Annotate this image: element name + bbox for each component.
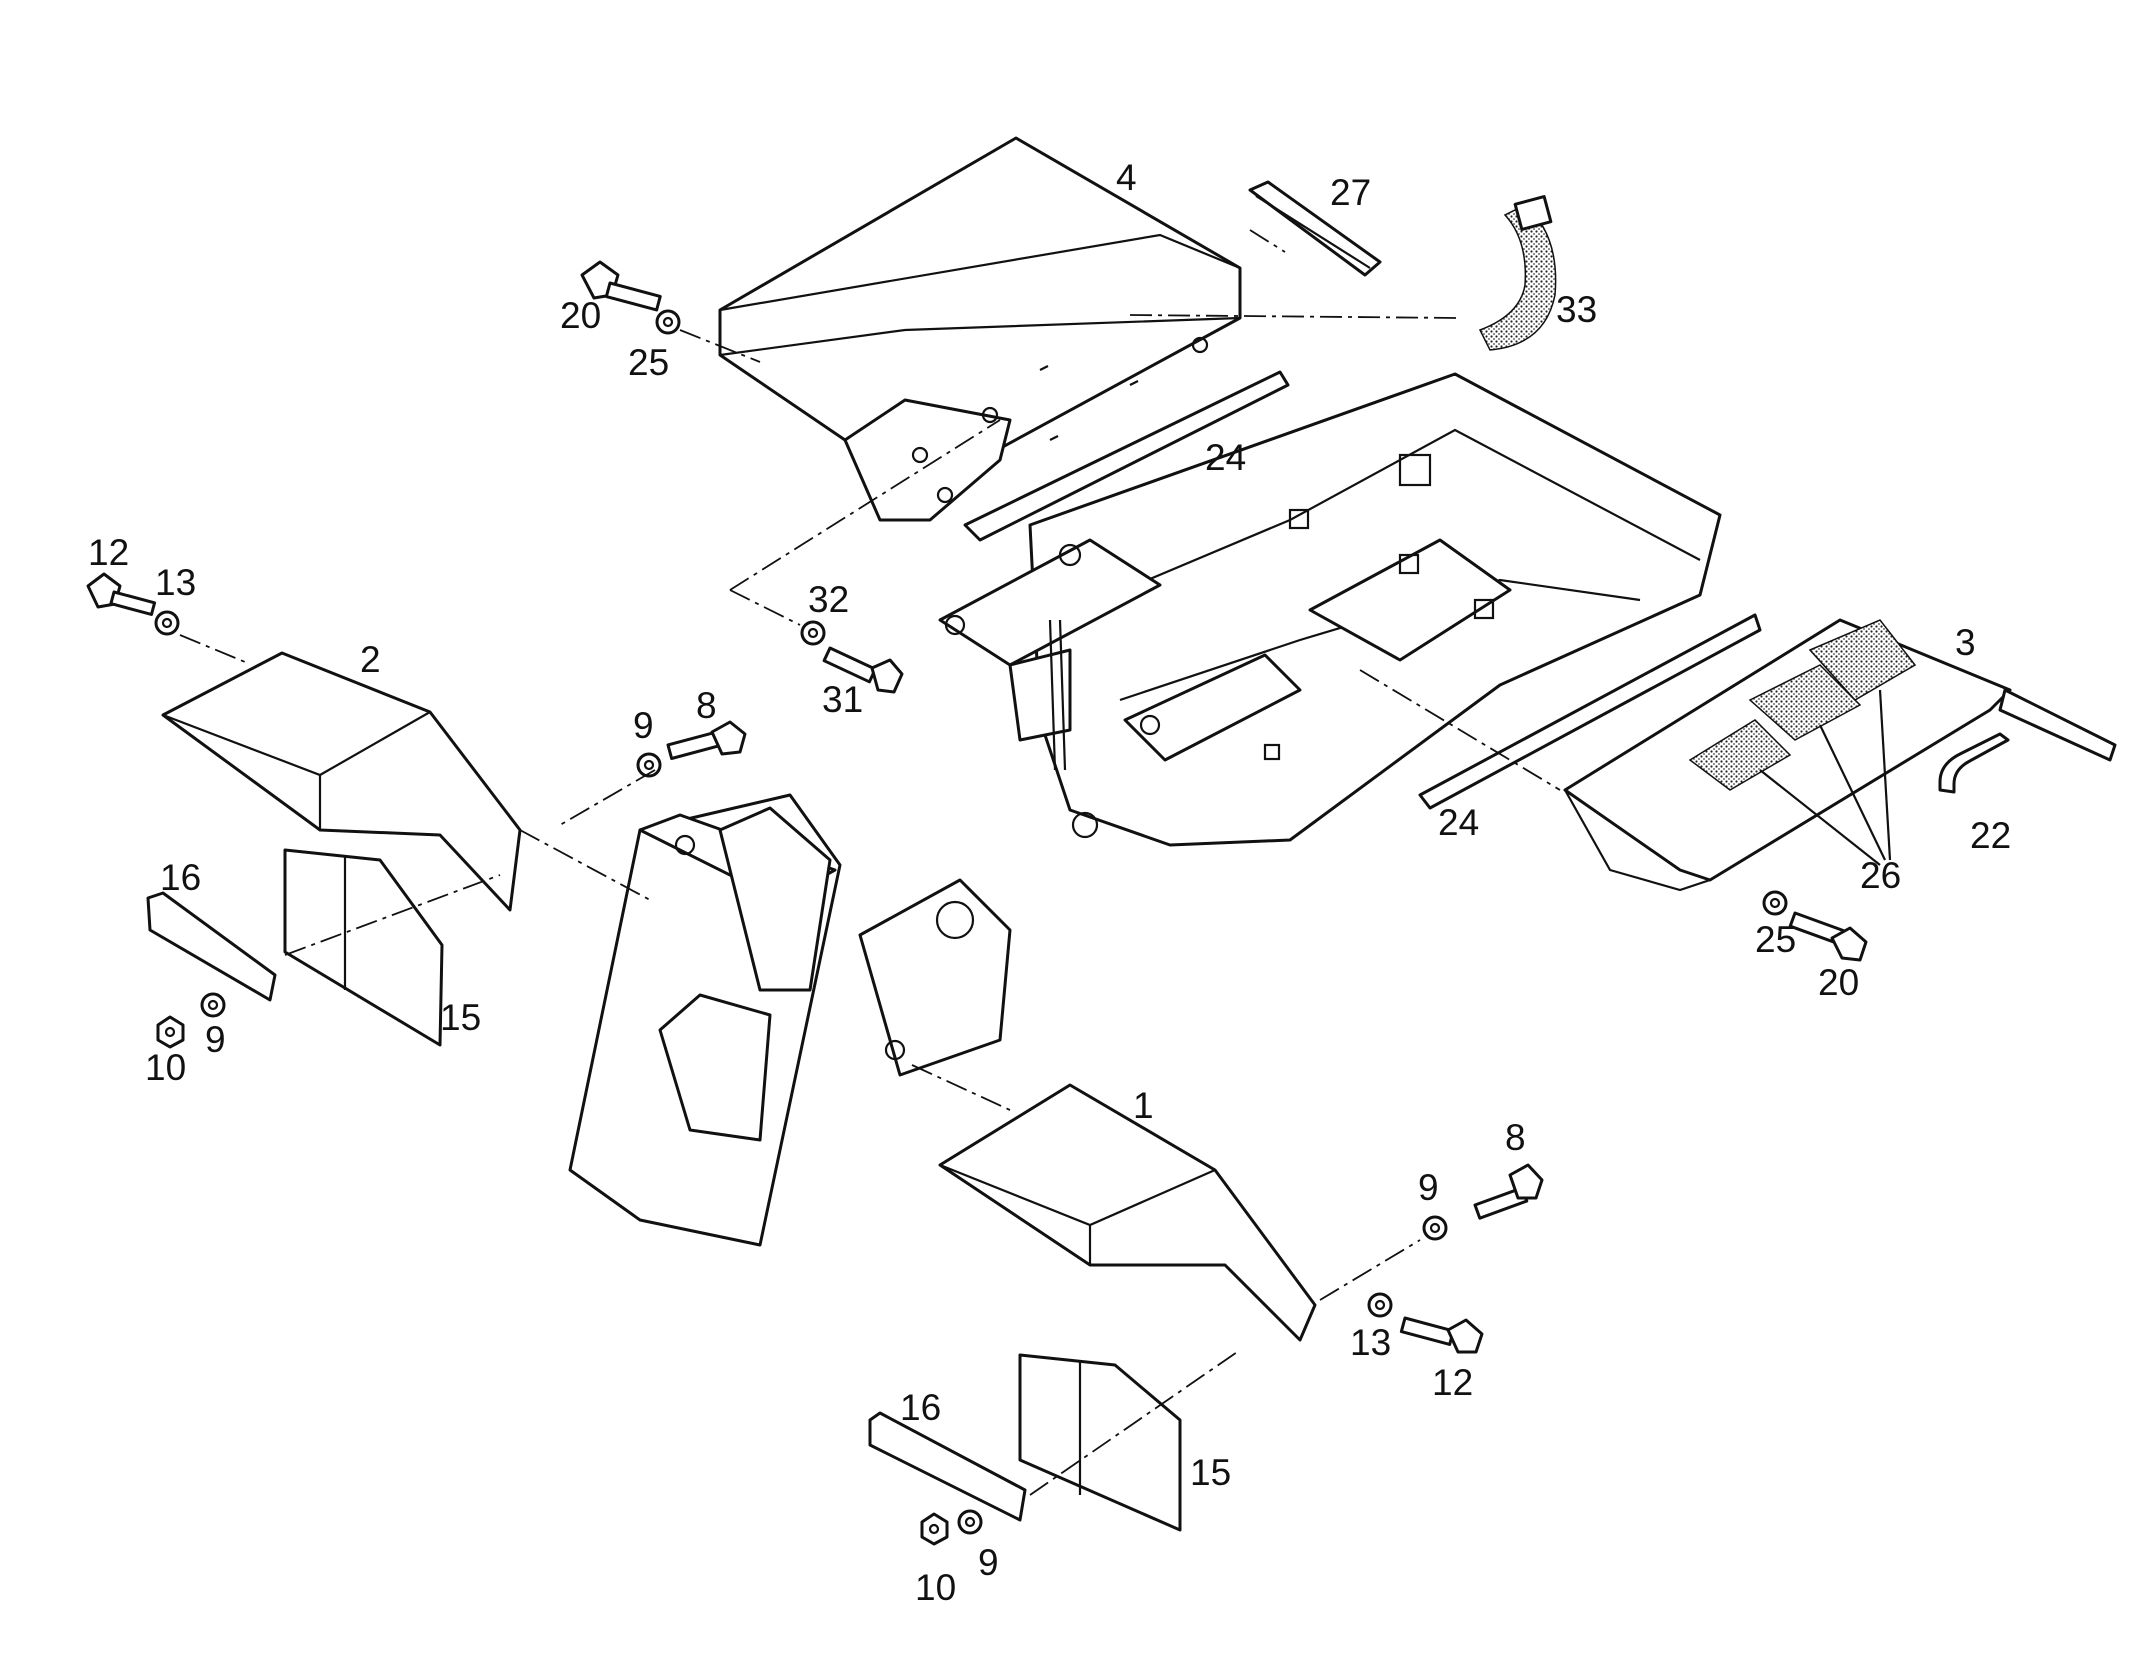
washer-32[interactable] [800,620,826,646]
bolt-20-top[interactable] [580,260,662,312]
label-24-lower: 24 [1438,802,1479,843]
washer-9-right-lower[interactable] [957,1509,983,1535]
label-31: 31 [822,679,863,720]
label-8-left: 8 [696,685,717,726]
label-9-right-lower: 9 [978,1542,999,1583]
bolt-12-left[interactable] [86,572,157,616]
label-16-right: 16 [900,1387,941,1428]
bolt-8-right[interactable] [1473,1163,1544,1220]
callout-labels: 4 27 33 20 25 24 12 13 2 32 31 9 8 3 24 … [88,157,2011,1608]
part-16-strip-left[interactable] [146,891,277,1002]
label-24-upper: 24 [1205,437,1246,478]
label-25-right: 25 [1755,919,1796,960]
bolt-8-left[interactable] [666,720,747,761]
leader-26 [1759,689,1892,866]
bolt-12-right[interactable] [1399,1316,1484,1354]
label-10-right: 10 [915,1567,956,1608]
label-10-left: 10 [145,1047,186,1088]
washer-13-right[interactable] [1367,1292,1393,1318]
label-25-top: 25 [628,342,669,383]
central-arm[interactable] [568,793,1012,1247]
label-26: 26 [1860,855,1901,896]
part-24-rail-lower[interactable] [1418,613,1762,810]
washer-9-left-lower[interactable] [200,992,226,1018]
part-1-right-fender[interactable] [938,1083,1317,1342]
label-2: 2 [360,639,381,680]
part-24-rail-upper[interactable] [963,370,1290,542]
nut-10-left[interactable] [156,1015,185,1049]
label-27: 27 [1330,172,1371,213]
washer-13-left[interactable] [154,610,180,636]
part-22-bracket[interactable] [1938,732,2010,794]
label-8-right: 8 [1505,1117,1526,1158]
main-frame[interactable] [938,372,1722,847]
label-32: 32 [808,579,849,620]
label-9-left-lower: 9 [205,1019,226,1060]
label-13-left: 13 [155,562,196,603]
label-12-left: 12 [88,532,129,573]
label-16-left: 16 [160,857,201,898]
washer-25-top[interactable] [655,309,681,335]
label-3: 3 [1955,622,1976,663]
label-15-left: 15 [440,997,481,1038]
part-15-mudflap-left[interactable] [283,848,444,1047]
label-4: 4 [1116,157,1137,198]
part-2-left-fender[interactable] [161,651,522,912]
label-13-right: 13 [1350,1322,1391,1363]
part-15-mudflap-right[interactable] [1018,1353,1182,1532]
part-4-top-cover[interactable] [718,136,1242,522]
label-20-top: 20 [560,295,601,336]
washer-25-right[interactable] [1762,890,1788,916]
part-3-right-panel[interactable] [1563,618,2117,892]
label-22: 22 [1970,815,2011,856]
assembly-lines [179,229,1561,1496]
label-1: 1 [1133,1085,1154,1126]
label-20-right: 20 [1818,962,1859,1003]
label-15-right: 15 [1190,1452,1231,1493]
washer-9-right-upper[interactable] [1422,1215,1448,1241]
label-33: 33 [1556,289,1597,330]
bolt-20-right[interactable] [1788,911,1868,962]
part-33-strap[interactable] [1478,195,1557,351]
label-9-left-upper: 9 [633,705,654,746]
label-12-right: 12 [1432,1362,1473,1403]
label-9-right-upper: 9 [1418,1167,1439,1208]
part-16-strip-right[interactable] [868,1411,1027,1522]
bolt-31[interactable] [822,646,904,694]
nut-10-right[interactable] [920,1512,949,1546]
part-27-strip[interactable] [1248,180,1382,277]
